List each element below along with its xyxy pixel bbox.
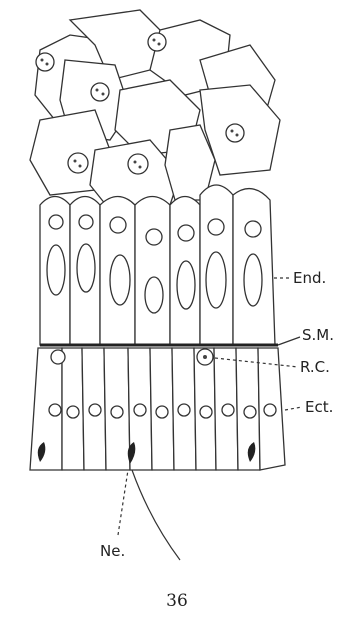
label-end: End. [293,269,326,287]
label-ne: Ne. [100,542,125,560]
page-number: 36 [166,591,188,611]
ne-leader [118,470,128,535]
label-ect: Ect. [305,398,333,416]
ectoderm-cells [30,348,285,560]
sm-leader [278,337,300,345]
label-rc: R.C. [300,358,330,376]
ect-leader [285,407,302,410]
label-sm: S.M. [302,326,334,344]
columnar-endoderm [40,185,275,345]
